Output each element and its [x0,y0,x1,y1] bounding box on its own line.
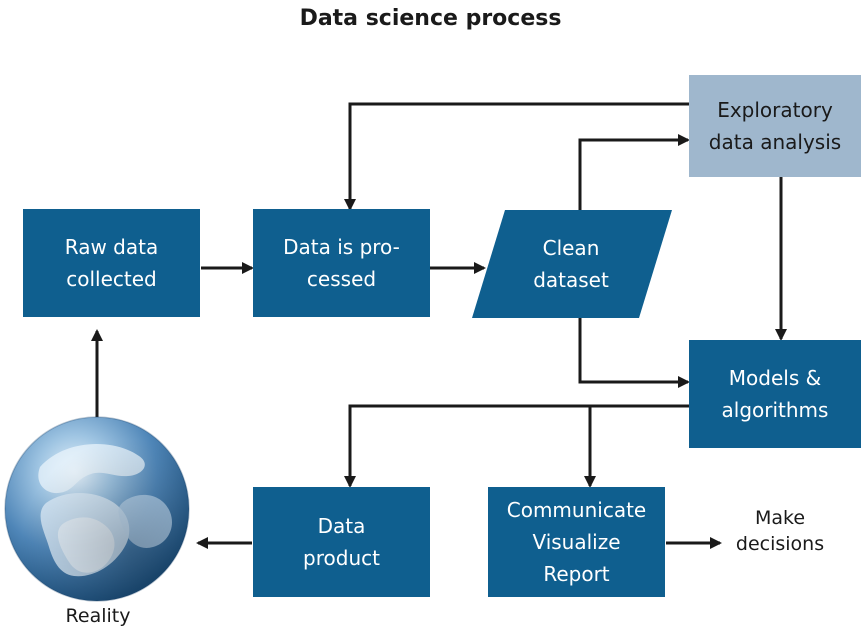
node-data-product: Data product [253,487,430,597]
node-raw-data-collected: Raw data collected [23,209,200,317]
connectors [91,102,787,549]
parallelogram [472,210,672,318]
node-communicate-visualize-report: Communicate Visualize Report [488,487,665,597]
arrow-clean-to-eda [578,134,690,210]
arrow-eda-to-processed [344,102,689,211]
node-exploratory-data-analysis: Exploratory data analysis [689,75,861,177]
arrow-models-to-product [344,404,689,488]
arrow-clean-to-models [578,317,690,388]
clean-dataset-shape [472,210,672,318]
node-clean-dataset: Clean dataset [533,236,609,292]
earth-globe-icon [4,416,190,602]
diagram-title: Data science process [299,6,562,31]
node-data-is-processed: Data is pro- cessed [253,209,430,317]
reality-label: Reality [65,605,131,627]
make-decisions-label: Make decisions [735,507,825,555]
node-models-and-algorithms: Models & algorithms [689,340,861,448]
